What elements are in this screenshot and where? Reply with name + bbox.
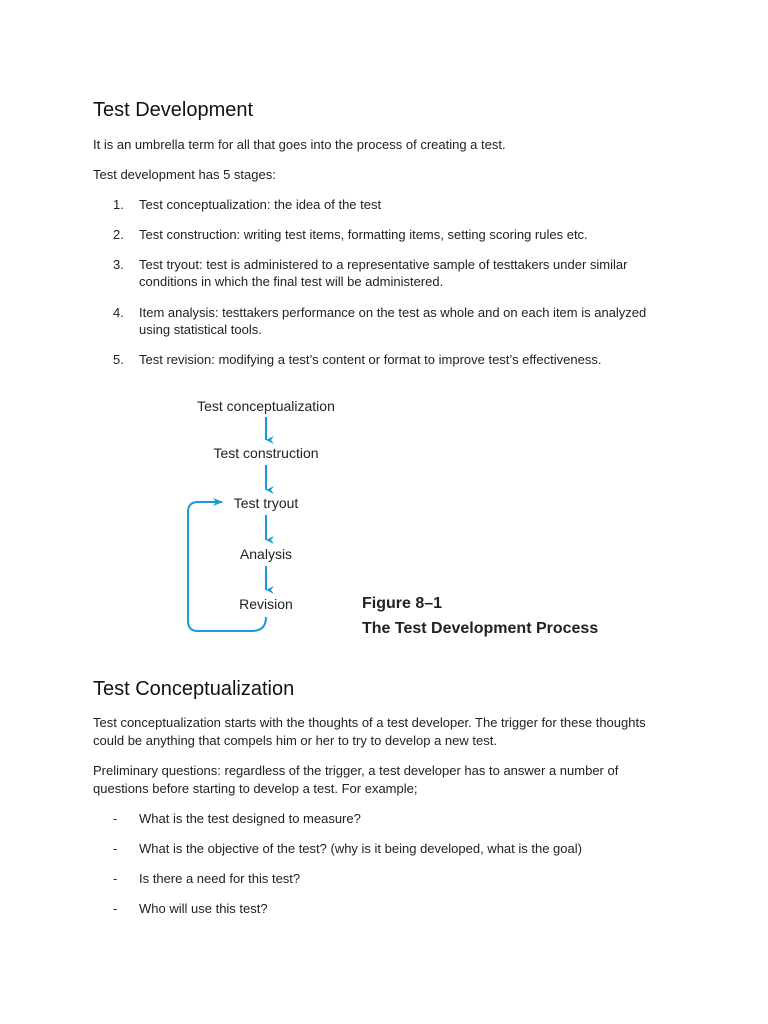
list-marker: 4. bbox=[113, 305, 124, 320]
question-text: Is there a need for this test? bbox=[139, 871, 301, 886]
stage-text: Test construction: writing test items, f… bbox=[139, 227, 588, 242]
stages-intro-paragraph: Test development has 5 stages: bbox=[93, 167, 276, 182]
question-text: Who will use this test? bbox=[139, 901, 268, 916]
list-marker: - bbox=[113, 841, 118, 856]
list-marker: 5. bbox=[113, 352, 124, 367]
stage-text: Test revision: modifying a test’s conten… bbox=[139, 352, 602, 367]
section-heading-test-conceptualization: Test Conceptualization bbox=[93, 678, 295, 700]
list-marker: 3. bbox=[113, 257, 124, 272]
list-marker: - bbox=[113, 811, 118, 826]
figure-caption-title: The Test Development Process bbox=[362, 620, 598, 637]
conceptualization-paragraph: Test conceptualization starts with the t… bbox=[93, 715, 646, 748]
list-marker: 2. bbox=[113, 227, 124, 242]
question-text: What is the objective of the test? (why … bbox=[139, 841, 582, 856]
node-test-conceptualization: Test conceptualization bbox=[197, 398, 335, 414]
test-development-process-figure: Test conceptualization Test construction… bbox=[187, 398, 598, 637]
figure-caption-number: Figure 8–1 bbox=[362, 595, 442, 612]
node-analysis: Analysis bbox=[240, 546, 292, 562]
question-text: What is the test designed to measure? bbox=[139, 811, 361, 826]
list-marker: 1. bbox=[113, 197, 124, 212]
preliminary-questions-paragraph: Preliminary questions: regardless of the… bbox=[93, 763, 619, 796]
list-marker: - bbox=[113, 871, 118, 886]
section-heading-test-development: Test Development bbox=[93, 99, 254, 121]
feedback-loop-arrow bbox=[187, 498, 267, 632]
list-marker: - bbox=[113, 901, 118, 916]
node-revision: Revision bbox=[239, 596, 293, 612]
stage-text: Test conceptualization: the idea of the … bbox=[139, 197, 382, 212]
intro-paragraph: It is an umbrella term for all that goes… bbox=[93, 137, 506, 152]
stage-text: Item analysis: testtakers performance on… bbox=[139, 305, 647, 337]
stage-text: Test tryout: test is administered to a r… bbox=[139, 257, 628, 289]
node-test-tryout: Test tryout bbox=[234, 495, 299, 511]
node-test-construction: Test construction bbox=[213, 445, 318, 461]
